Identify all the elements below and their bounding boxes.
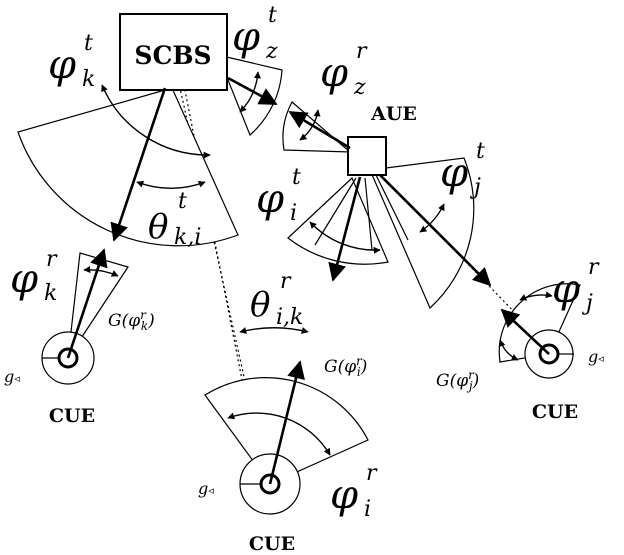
svg-text:G(φri): G(φri) [324, 354, 367, 379]
svg-text:t: t [292, 165, 301, 190]
cue-center-label: CUE [249, 533, 295, 555]
cue-baselines [42, 353, 574, 485]
svg-text:t: t [84, 31, 93, 56]
aue-box [347, 136, 387, 176]
arrow-cue-right-receive [500, 308, 550, 355]
math-labels: φ t k φ t z φ r z φ t j φ t i θ t k,i φ … [4, 3, 604, 522]
svg-text:G(φrj): G(φrj) [436, 368, 479, 393]
arc-theta-k-i-t [136, 180, 206, 189]
path-scbs-to-center-cue [171, 51, 269, 486]
scbs-label: SCBS [134, 41, 211, 70]
aue-beam-j [369, 157, 475, 310]
svg-text:k,i: k,i [174, 225, 201, 250]
svg-text:g◃: g◃ [4, 367, 20, 386]
angle-arcs [83, 71, 553, 456]
arc-phi-j-r [519, 291, 553, 301]
svg-text:r: r [588, 255, 600, 280]
arc-g-j-r [498, 339, 519, 361]
svg-text:r: r [46, 247, 58, 272]
svg-text:φ: φ [320, 50, 348, 96]
svg-text:z: z [353, 75, 366, 100]
svg-text:r: r [280, 269, 292, 294]
svg-text:i: i [364, 497, 371, 522]
svg-text:t: t [268, 3, 277, 28]
aue-beam-i [287, 176, 389, 265]
svg-text:t: t [178, 189, 187, 214]
svg-text:k: k [82, 67, 95, 92]
svg-text:r: r [366, 461, 378, 486]
arc-phi-i-r [227, 412, 331, 456]
svg-text:φ: φ [232, 14, 260, 60]
svg-text:φ: φ [330, 472, 358, 518]
arc-theta-i-k-r [239, 327, 309, 334]
cue-sectors [41, 252, 581, 485]
svg-text:φ: φ [440, 150, 468, 196]
cue-right-label: CUE [532, 401, 578, 423]
svg-text:θ: θ [250, 285, 270, 325]
svg-text:φ: φ [48, 42, 76, 88]
svg-text:φ: φ [256, 176, 284, 222]
arc-phi-z-t [239, 71, 261, 113]
arc-phi-i-t [309, 221, 381, 254]
arc-phi-j-t [419, 203, 445, 233]
arc-phi-z-r [299, 109, 321, 141]
svg-text:z: z [265, 39, 278, 64]
aue-beams [282, 101, 475, 310]
svg-text:g◃: g◃ [588, 347, 604, 366]
svg-text:g◃: g◃ [198, 479, 214, 498]
scbs-beam-k [17, 87, 239, 247]
arc-phi-k-r [83, 266, 119, 277]
svg-text:k: k [44, 281, 57, 306]
aue-label: AUE [370, 103, 417, 125]
svg-text:j: j [581, 291, 593, 316]
svg-text:t: t [476, 139, 485, 164]
svg-text:i,k: i,k [276, 305, 303, 330]
svg-text:φ: φ [552, 266, 580, 312]
arc-phi-k-t [101, 84, 211, 159]
svg-text:G(φrk): G(φrk) [108, 308, 155, 333]
svg-text:i: i [290, 201, 297, 226]
svg-text:θ: θ [148, 207, 168, 247]
svg-text:r: r [356, 39, 368, 64]
cue-left-label: CUE [49, 405, 95, 427]
svg-text:φ: φ [10, 256, 38, 302]
